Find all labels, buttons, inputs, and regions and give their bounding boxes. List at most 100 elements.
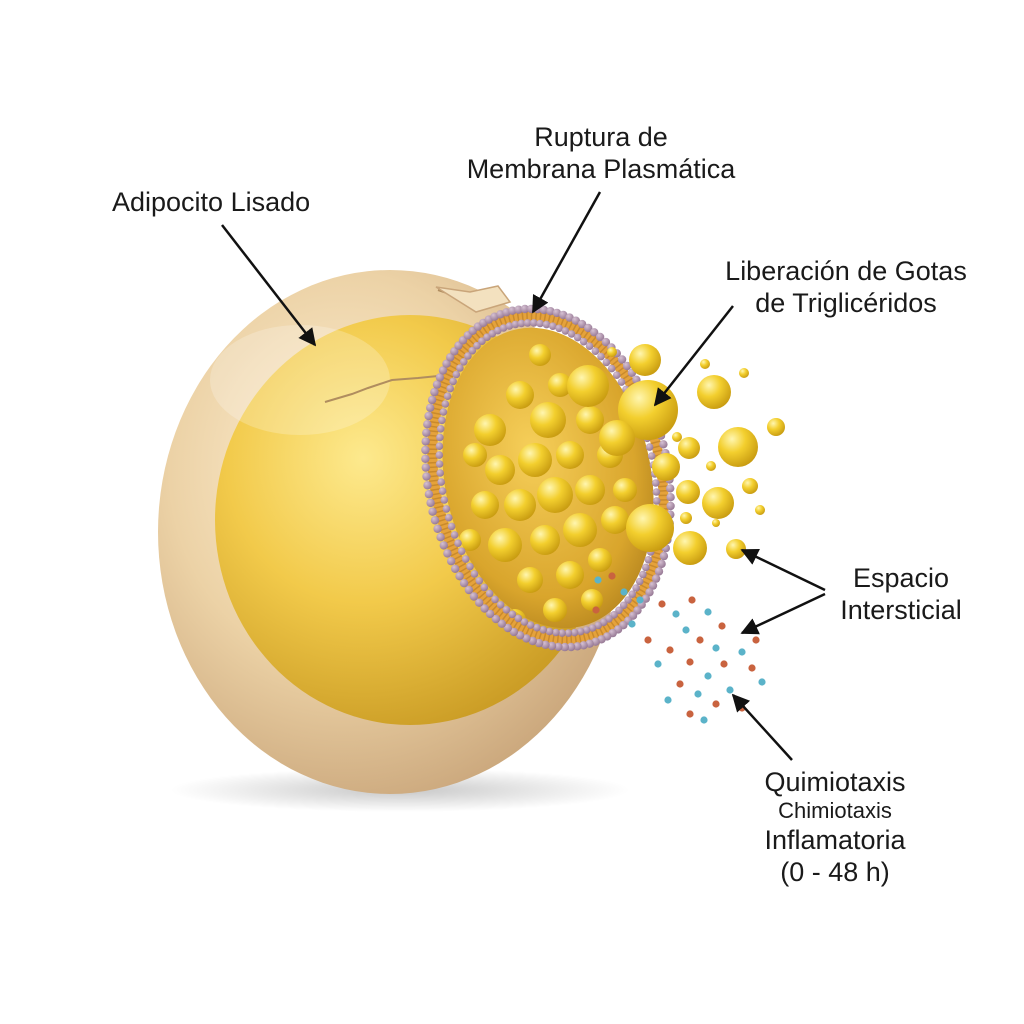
chemokine-particle xyxy=(636,596,644,604)
phospholipid-head xyxy=(460,358,468,366)
label-quimiotaxis-line-3: Inflamatoria xyxy=(764,825,906,855)
chemokine-particle xyxy=(628,620,636,628)
phospholipid-head xyxy=(597,352,605,361)
released-droplet xyxy=(607,347,617,357)
lipid-droplet xyxy=(588,548,612,572)
phospholipid-head xyxy=(554,642,563,651)
phospholipid-head xyxy=(545,627,554,636)
phospholipid-head xyxy=(423,481,432,490)
label-ruptura-membrana: Ruptura de Membrana Plasmática xyxy=(446,121,756,185)
phospholipid-head xyxy=(644,556,653,564)
phospholipid-head xyxy=(536,319,544,328)
phospholipid-head xyxy=(523,319,532,327)
released-droplet xyxy=(739,368,749,378)
label-quimiotaxis: Quimiotaxis Chimiotaxis Inflamatoria (0 … xyxy=(740,766,930,888)
released-droplet xyxy=(700,359,710,369)
phospholipid-head xyxy=(442,359,451,368)
released-droplet xyxy=(673,531,707,565)
label-liberacion-gotas: Liberación de Gotas de Triglicéridos xyxy=(706,255,986,319)
phospholipid-head xyxy=(443,549,452,558)
released-droplet xyxy=(706,461,716,471)
phospholipid-head xyxy=(517,319,526,328)
phospholipid-head xyxy=(421,437,430,446)
phospholipid-head xyxy=(659,440,668,449)
lipid-droplet xyxy=(548,373,572,397)
chemokine-particle xyxy=(654,660,662,668)
lipid-droplet xyxy=(556,441,584,469)
phospholipid-head xyxy=(491,595,499,604)
lipid-droplet xyxy=(463,443,487,467)
phospholipid-head xyxy=(464,585,474,595)
phospholipid-head xyxy=(515,631,525,640)
phospholipid-head xyxy=(437,478,446,486)
lipid-droplet xyxy=(530,402,566,438)
lipid-droplet xyxy=(575,475,605,505)
chemokine-particle xyxy=(676,680,684,688)
phospholipid-head xyxy=(430,516,440,525)
phospholipid-head xyxy=(426,403,435,412)
phospholipid-head xyxy=(642,563,650,572)
phospholipid-head xyxy=(454,539,462,547)
chemokine-particle xyxy=(694,690,702,698)
phospholipid-head xyxy=(576,627,585,636)
chemokine-particle xyxy=(704,608,712,616)
phospholipid-head xyxy=(473,341,481,350)
released-droplet xyxy=(599,420,635,456)
phospholipid-head xyxy=(622,361,632,371)
chemokine-particle xyxy=(592,606,600,614)
released-droplet xyxy=(678,437,700,459)
phospholipid-head xyxy=(628,590,636,598)
phospholipid-head xyxy=(451,564,460,573)
phospholipid-head xyxy=(632,584,640,592)
lipid-droplet xyxy=(459,529,481,551)
phospholipid-head xyxy=(441,400,450,408)
phospholipid-head xyxy=(421,445,430,455)
phospholipid-head xyxy=(666,484,675,493)
phospholipid-head xyxy=(541,640,550,649)
phospholipid-head xyxy=(497,619,506,628)
phospholipid-head xyxy=(651,574,661,583)
phospholipid-head xyxy=(641,594,650,603)
phospholipid-head xyxy=(508,306,517,315)
chemokine-particle xyxy=(620,588,628,596)
released-droplet xyxy=(626,504,674,552)
label-ruptura-line-1: Ruptura de xyxy=(534,122,668,152)
label-liberacion-line-1: Liberación de Gotas xyxy=(725,256,967,286)
phospholipid-head xyxy=(533,623,541,632)
released-droplet xyxy=(680,512,692,524)
lipid-droplet xyxy=(613,478,637,502)
phospholipid-head xyxy=(436,425,445,433)
phospholipid-head xyxy=(619,601,628,610)
released-droplet xyxy=(755,505,765,515)
released-droplet xyxy=(718,427,758,467)
phospholipid-head xyxy=(423,420,432,429)
chemokine-particle xyxy=(700,716,708,724)
phospholipid-head xyxy=(468,346,477,355)
phospholipid-head xyxy=(558,629,566,637)
chemokine-particle xyxy=(726,686,734,694)
phospholipid-head xyxy=(588,624,597,632)
arrow-espacio-1 xyxy=(740,548,826,592)
released-droplet xyxy=(767,418,785,436)
phospholipid-head xyxy=(424,411,433,421)
phospholipid-head xyxy=(449,377,457,386)
phospholipid-head xyxy=(547,641,557,651)
phospholipid-head xyxy=(466,562,474,571)
phospholipid-head xyxy=(666,501,675,511)
phospholipid-head xyxy=(422,472,431,481)
phospholipid-head xyxy=(657,559,666,569)
phospholipid-head xyxy=(426,498,435,508)
phospholipid-head xyxy=(443,392,452,401)
label-ruptura-line-2: Membrana Plasmática xyxy=(466,154,736,184)
chemokine-particle xyxy=(704,672,712,680)
lipid-droplet xyxy=(601,506,629,534)
phospholipid-head xyxy=(570,628,579,637)
phospholipid-head xyxy=(561,327,570,335)
phospholipid-head xyxy=(522,634,531,643)
lipid-droplet xyxy=(506,381,534,409)
phospholipid-head xyxy=(514,305,523,314)
phospholipid-head xyxy=(552,628,560,637)
phospholipid-head xyxy=(459,579,469,588)
phospholipid-head xyxy=(427,395,437,405)
